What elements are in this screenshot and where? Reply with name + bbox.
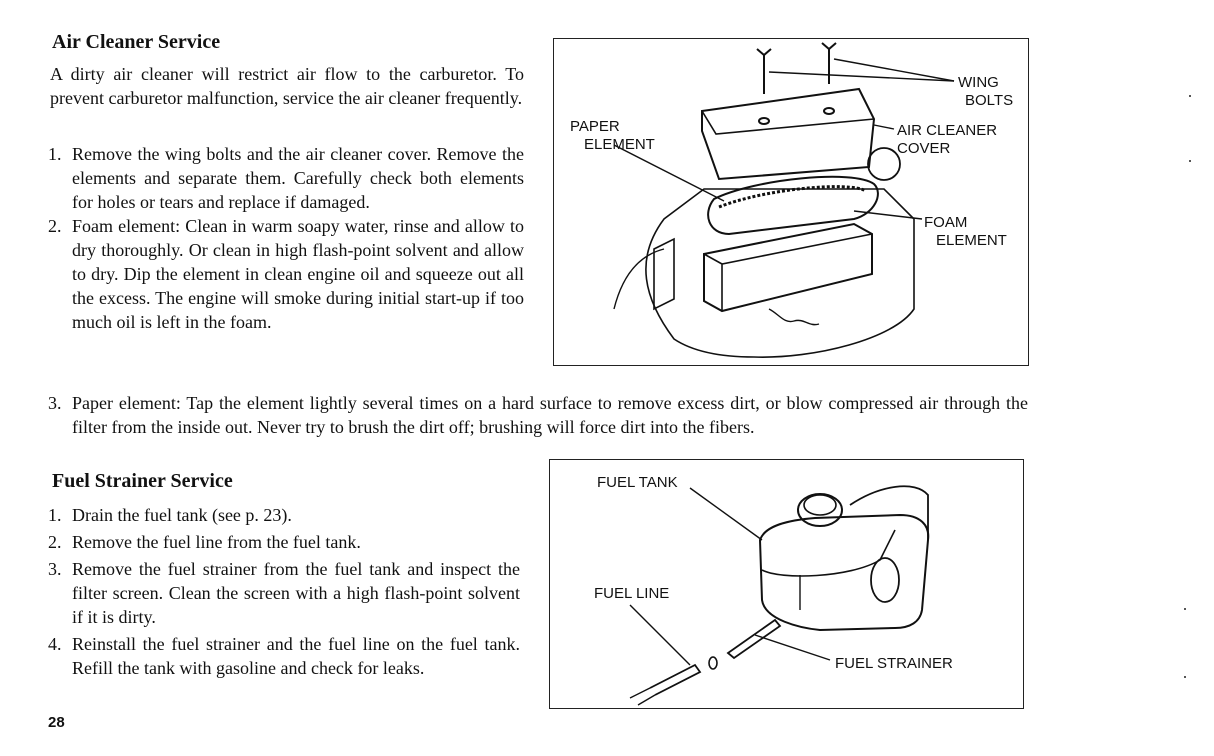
- fuel-strainer-heading: Fuel Strainer Service: [52, 470, 233, 492]
- step-text: Drain the fuel tank (see p. 23).: [72, 505, 292, 525]
- scan-speck: [1184, 608, 1186, 610]
- step-number: 2.: [48, 532, 62, 552]
- air-cleaner-step-3: 3. Paper element: Tap the element lightl…: [48, 391, 1028, 439]
- step-number: 2.: [48, 216, 62, 236]
- fuel-strainer-diagram: FUEL TANK FUEL LINE FUEL STRAINER: [594, 474, 953, 706]
- scan-speck: [1184, 676, 1186, 678]
- step-text: Paper element: Tap the element lightly s…: [72, 393, 1028, 437]
- air-cleaner-heading: Air Cleaner Service: [52, 31, 221, 53]
- label-fuel-tank: FUEL TANK: [597, 474, 678, 491]
- step-number: 1.: [48, 505, 62, 525]
- step-text: Foam element: Clean in warm soapy water,…: [72, 216, 524, 332]
- label-cover: COVER: [897, 140, 951, 157]
- label-air-cleaner: AIR CLEANER: [897, 122, 997, 139]
- scan-speck: [1189, 160, 1191, 162]
- air-step-3: 3. Paper element: Tap the element lightl…: [48, 391, 1028, 439]
- fuel-strainer-figure: FUEL TANK FUEL LINE FUEL STRAINER: [549, 459, 1024, 709]
- step-number: 3.: [48, 393, 62, 413]
- fuel-step-4: 4. Reinstall the fuel strainer and the f…: [48, 632, 520, 680]
- fuel-step-2: 2. Remove the fuel line from the fuel ta…: [48, 530, 520, 554]
- page-number: 28: [48, 714, 65, 731]
- step-number: 3.: [48, 559, 62, 579]
- fuel-step-3: 3. Remove the fuel strainer from the fue…: [48, 557, 520, 629]
- label-foam-element: ELEMENT: [936, 232, 1007, 249]
- step-text: Remove the fuel strainer from the fuel t…: [72, 559, 520, 627]
- step-number: 4.: [48, 634, 62, 654]
- label-fuel-line: FUEL LINE: [594, 585, 669, 602]
- air-step-2: 2. Foam element: Clean in warm soapy wat…: [48, 214, 524, 334]
- air-cleaner-intro: A dirty air cleaner will restrict air fl…: [50, 64, 524, 109]
- label-paper: PAPER: [570, 118, 620, 135]
- label-foam: FOAM: [924, 214, 967, 231]
- step-text: Reinstall the fuel strainer and the fuel…: [72, 634, 520, 678]
- label-wing: WING: [958, 74, 999, 91]
- step-text: Remove the fuel line from the fuel tank.: [72, 532, 361, 552]
- label-paper-element: ELEMENT: [584, 136, 655, 153]
- step-number: 1.: [48, 144, 62, 164]
- air-cleaner-figure: WING BOLTS PAPER ELEMENT AIR CLEANER COV…: [553, 38, 1029, 366]
- label-bolts: BOLTS: [965, 92, 1013, 109]
- scan-speck: [1189, 95, 1191, 97]
- air-step-1: 1. Remove the wing bolts and the air cle…: [48, 142, 524, 214]
- fuel-strainer-steps: 1. Drain the fuel tank (see p. 23). 2. R…: [48, 503, 520, 680]
- step-text: Remove the wing bolts and the air cleane…: [72, 144, 524, 212]
- fuel-step-1: 1. Drain the fuel tank (see p. 23).: [48, 503, 520, 527]
- air-cleaner-diagram: WING BOLTS PAPER ELEMENT AIR CLEANER COV…: [570, 42, 1013, 358]
- label-fuel-strainer: FUEL STRAINER: [835, 655, 953, 672]
- air-cleaner-steps: 1. Remove the wing bolts and the air cle…: [48, 142, 524, 334]
